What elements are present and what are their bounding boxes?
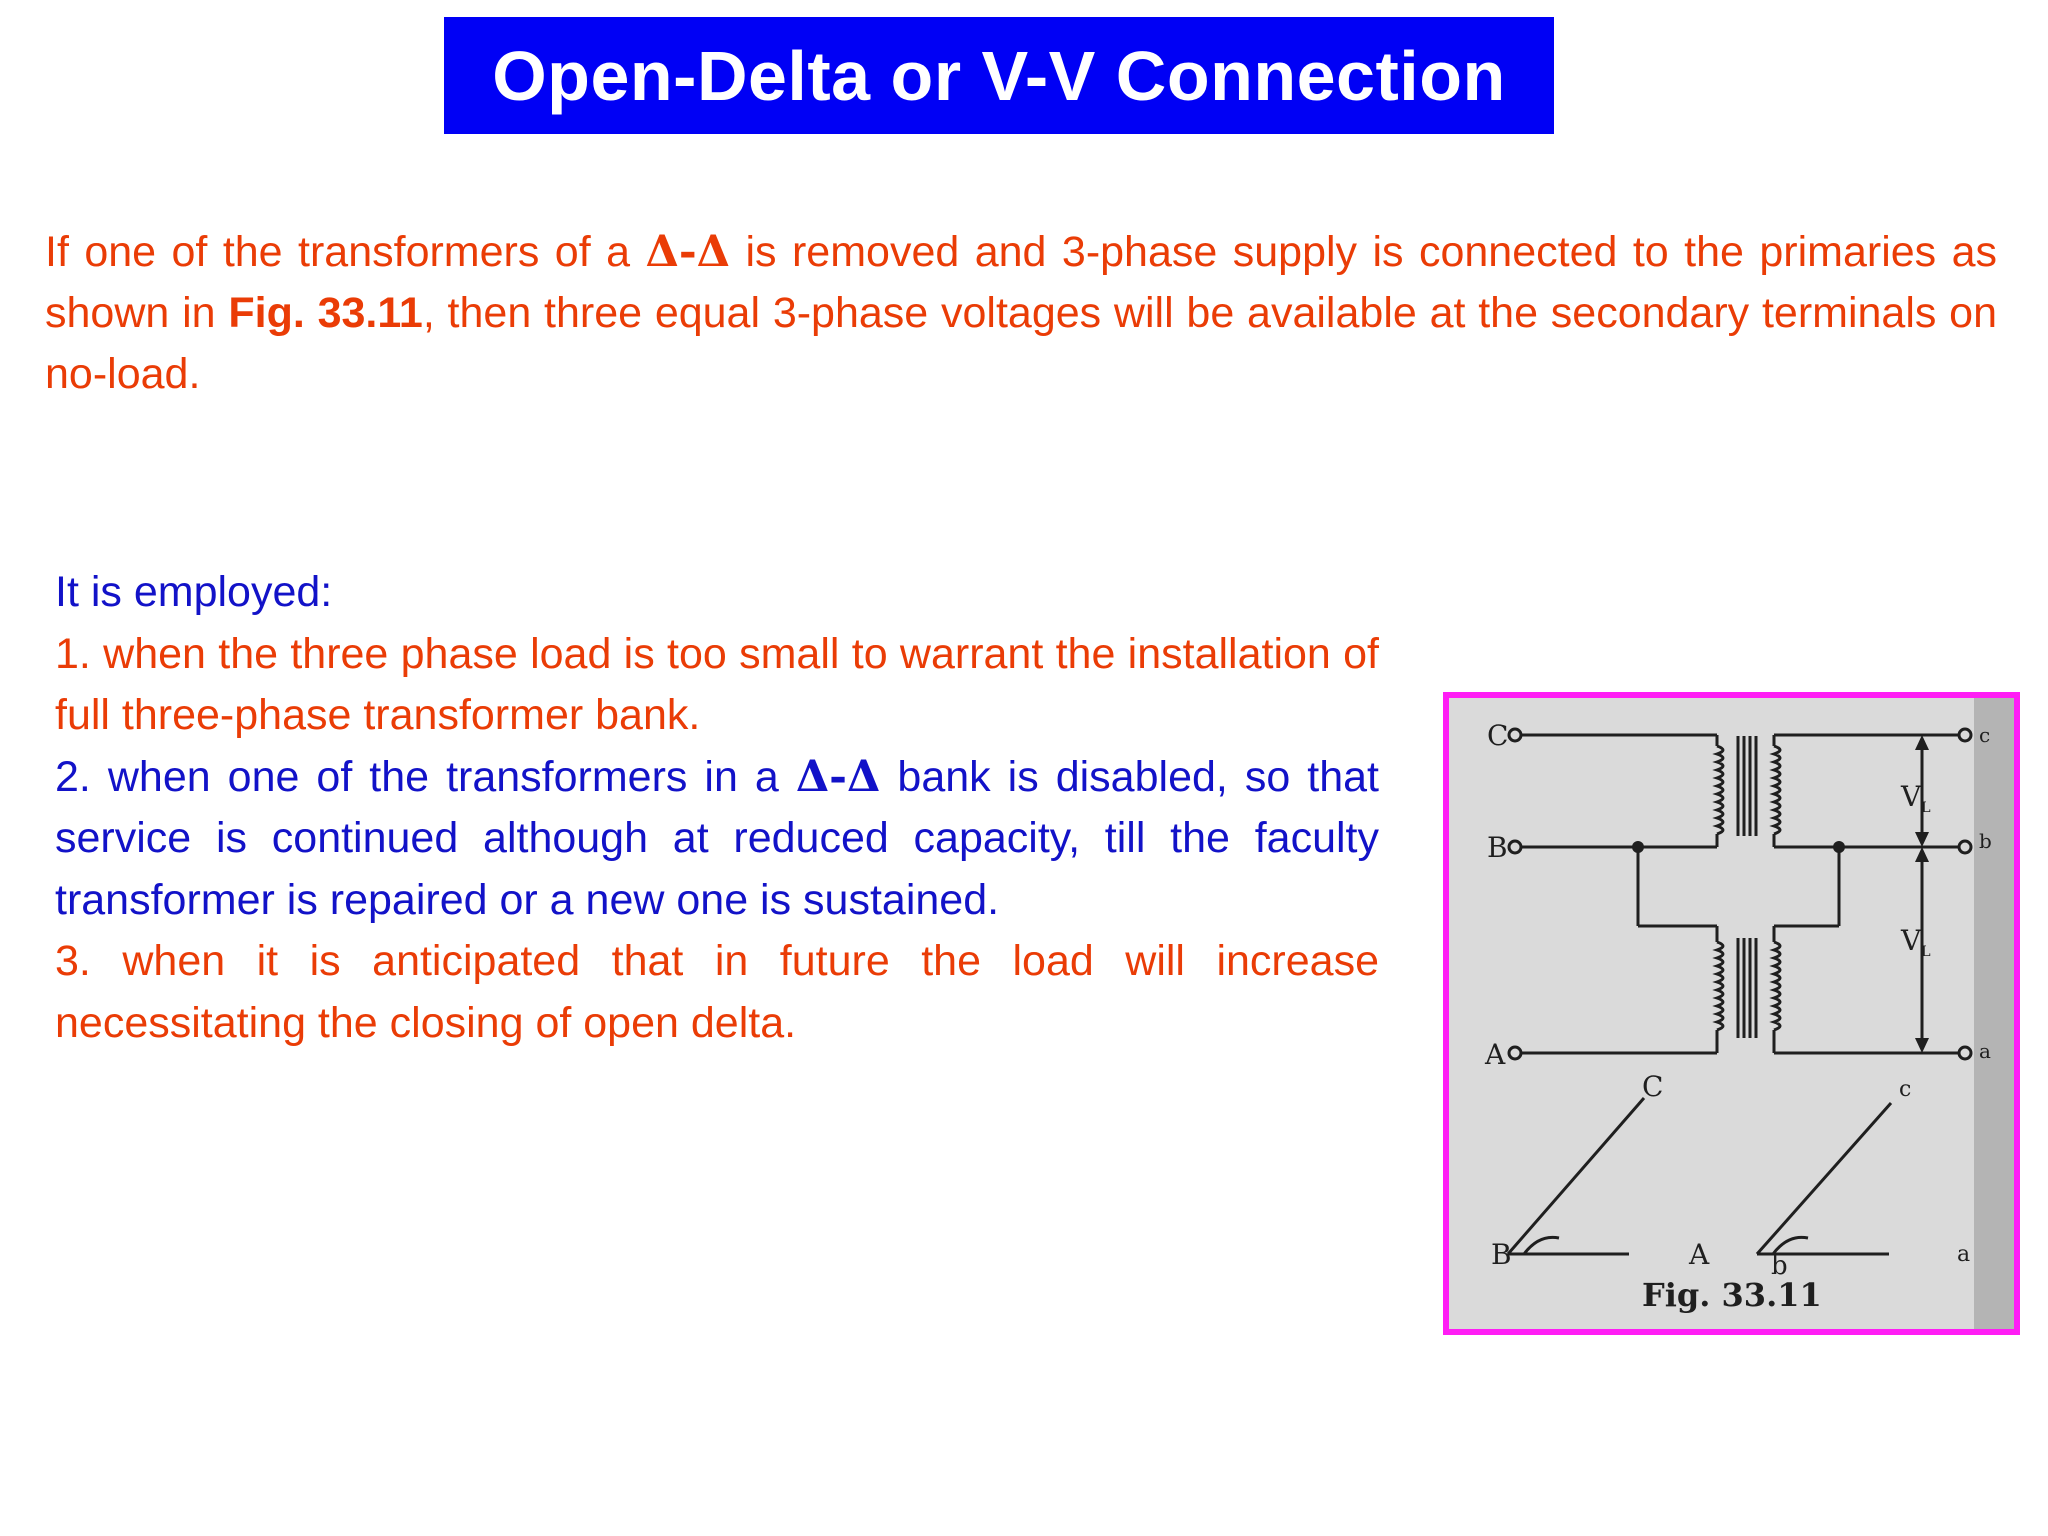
phasor-B-label: B: [1491, 1238, 1512, 1271]
intro-paragraph: If one of the transformers of a Δ-Δ is r…: [45, 222, 1997, 405]
uses-heading: It is employed:: [55, 568, 333, 616]
terminal-B-label: B: [1487, 831, 1508, 864]
uses-item-2-text-b: bank is disabled, so that service is con…: [55, 752, 1379, 924]
figure-caption: Fig. 33.11: [1642, 1276, 1822, 1314]
intro-text-3: , then three equal 3-phase voltages will…: [45, 289, 1998, 398]
intro-text-1: If one of the transformers of a: [45, 228, 631, 276]
terminal-A-label: A: [1484, 1038, 1506, 1071]
page-title: Open-Delta or V-V Connection: [492, 36, 1506, 115]
open-delta-diagram: C B A c b a VL VL C B A c b a Fig. 33.11: [1449, 698, 2014, 1329]
phasor-A-label: A: [1688, 1238, 1710, 1271]
uses-item-2: 2. when one of the transformers in a Δ-Δ…: [55, 747, 1379, 932]
voltage-label-upper: VL: [1900, 780, 1931, 816]
uses-item-3: 3. when it is anticipated that in future…: [55, 937, 1379, 1047]
phasor-b-label: b: [1771, 1251, 1788, 1281]
figure-reference: Fig. 33.11: [228, 289, 423, 337]
phasor-C-label: C: [1642, 1070, 1663, 1103]
uses-list: It is employed: 1. when the three phase …: [55, 562, 1379, 1054]
phasor-a-label: a: [1957, 1242, 1970, 1267]
title-banner: Open-Delta or V-V Connection: [444, 17, 1554, 134]
intro-text-2: is removed and 3-phase supply is connect…: [45, 228, 1998, 337]
terminal-c-label: c: [1979, 723, 1990, 747]
terminal-C-label: C: [1487, 719, 1508, 752]
terminal-a-label: a: [1979, 1039, 1991, 1063]
delta-delta-symbol: Δ-Δ: [645, 227, 731, 277]
voltage-label-lower: VL: [1900, 924, 1931, 960]
uses-item-2-text-a: 2. when one of the transformers in a: [55, 752, 779, 801]
delta-delta-symbol-2: Δ-Δ: [795, 751, 881, 802]
phasor-c-label: c: [1899, 1077, 1911, 1102]
terminal-b-label: b: [1979, 829, 1992, 853]
uses-item-1: 1. when the three phase load is too smal…: [55, 629, 1379, 740]
figure-frame: C B A c b a VL VL C B A c b a Fig. 33.11: [1443, 692, 2020, 1335]
